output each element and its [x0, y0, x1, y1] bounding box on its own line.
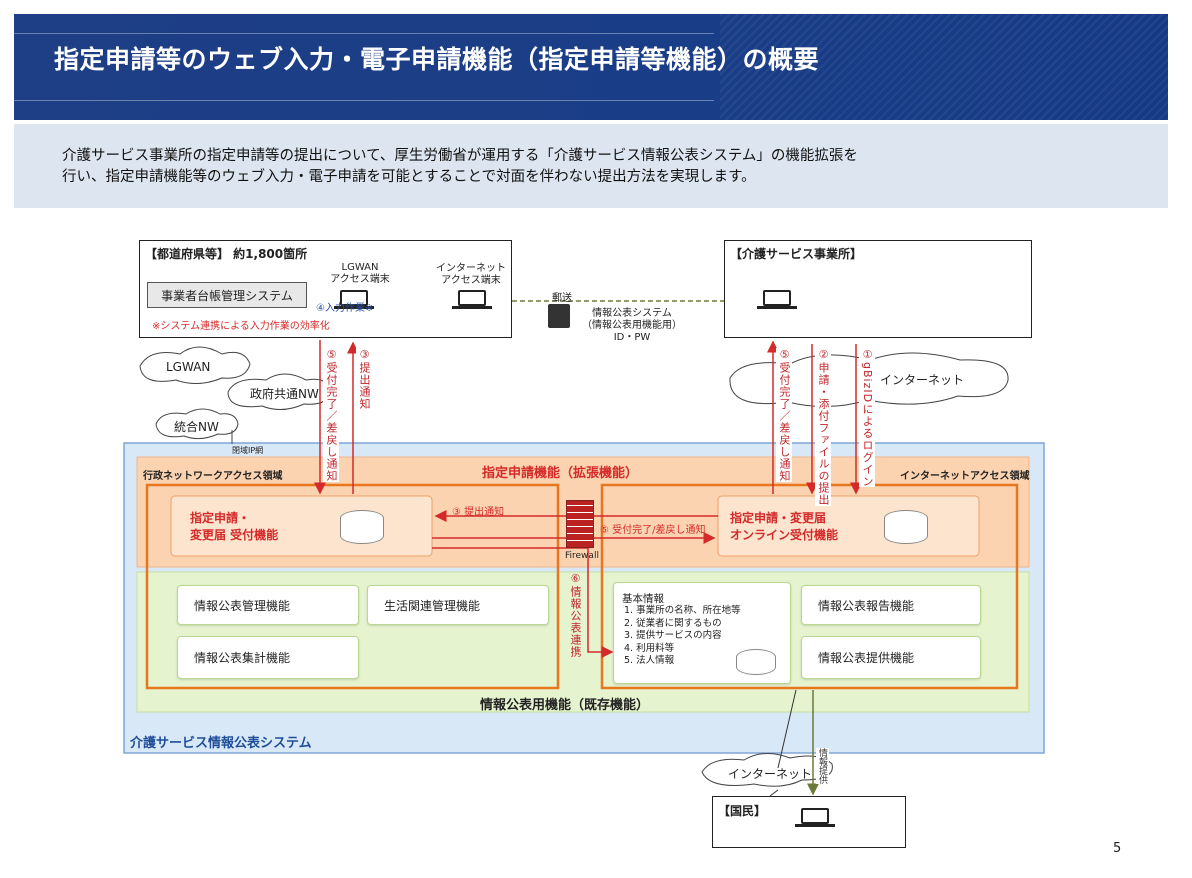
title-banner	[14, 14, 1168, 120]
mail-caption: 情報公表システム （情報公表用機能用） ID・PW	[582, 308, 682, 343]
banner-rule	[14, 33, 714, 34]
basic-info-box: 基本情報 1. 事業所の名称、所在地等 2. 従業者に関するもの 3. 提供サー…	[613, 582, 791, 684]
flow-5-mid-label: ⑤ 受付完了/差戻し通知	[600, 525, 706, 536]
left-receipt-function: 指定申請・ 変更届 受付機能	[190, 511, 279, 542]
internet-laptop-icon	[452, 290, 492, 309]
basic-info-item: 2. 従業者に関するもの	[624, 617, 722, 629]
intro-text: 介護サービス事業所の指定申請等の提出について、厚生労働省が運用する「介護サービス…	[62, 146, 1142, 188]
func-life-mgmt: 生活関連管理機能	[367, 585, 549, 625]
basic-info-database-icon	[736, 649, 776, 675]
firewall-icon	[566, 500, 594, 548]
page-title: 指定申請等のウェブ入力・電子申請機能（指定申請等機能）の概要	[54, 45, 820, 74]
internet-bottom-cloud-label: インターネット	[728, 767, 813, 781]
input-step-label: ④入力作業※	[316, 303, 374, 314]
lgwan-laptop-icon	[334, 290, 374, 309]
info-provide-label: 情報提供	[816, 748, 829, 784]
flow-2-right-label: ②申請・添付ファイルの提出	[815, 348, 831, 506]
firewall-label: Firewall	[565, 551, 599, 561]
basic-info-item: 1. 事業所の名称、所在地等	[624, 605, 741, 616]
flow-3-left-label: ③提出通知	[356, 348, 372, 410]
banner-pattern	[720, 14, 1168, 120]
office-box	[724, 240, 1032, 338]
func-info-mgmt: 情報公表管理機能	[177, 585, 359, 625]
internet-terminal-label: インターネット アクセス端末	[436, 263, 506, 286]
basic-info-item: 3. 提供サービスの内容	[624, 630, 722, 641]
func-info-aggregate: 情報公表集計機能	[177, 636, 359, 679]
lgwan-terminal-label: LGWAN アクセス端末	[330, 262, 390, 285]
mail-label: 郵送	[552, 293, 572, 304]
integrated-nw-cloud-label: 統合NW	[174, 420, 219, 434]
basic-info-item: 5. 法人情報	[624, 655, 675, 666]
citizen-laptop-icon	[795, 808, 835, 827]
prefecture-title: 【都道府県等】 約1,800箇所	[145, 247, 308, 261]
envelope-icon	[548, 304, 570, 328]
right-online-receipt-function: 指定申請・変更届 オンライン受付機能	[730, 511, 839, 542]
flow-1-right-label: ①gBizIDによるログイン	[859, 348, 875, 488]
gov-nw-cloud-label: 政府共通NW	[250, 387, 319, 401]
flow-5-left-label: ⑤受付完了／差戻し通知	[323, 348, 339, 482]
internet-region-label: インターネットアクセス領域	[900, 471, 1030, 482]
intro-panel	[14, 124, 1168, 208]
efficiency-note: ※システム連携による入力作業の効率化	[152, 321, 330, 332]
system-title: 介護サービス情報公表システム	[130, 736, 312, 751]
lgwan-cloud-label: LGWAN	[166, 360, 211, 374]
admin-region-label: 行政ネットワークアクセス領域	[143, 471, 283, 482]
flow-6-label: ⑥情報公表連携	[569, 572, 582, 658]
flow-3-mid-label: ③ 提出通知	[452, 507, 505, 518]
basic-info-title: 基本情報	[622, 593, 664, 605]
closed-ip-label: 閉域IP網	[232, 446, 264, 455]
extended-function-title: 指定申請機能（拡張機能）	[482, 466, 639, 481]
page-number: 5	[1113, 841, 1122, 856]
basic-info-item: 4. 利用料等	[624, 642, 675, 654]
existing-function-title: 情報公表用機能（既存機能）	[480, 698, 650, 713]
office-laptop-icon	[757, 290, 797, 309]
intro-line-2: 行い、指定申請機能等のウェブ入力・電子申請を可能とすることで対面を伴わない提出方…	[62, 169, 756, 185]
citizen-title: 【国民】	[718, 804, 767, 818]
banner-rule	[14, 100, 714, 101]
intro-line-1: 介護サービス事業所の指定申請等の提出について、厚生労働省が運用する「介護サービス…	[62, 148, 858, 164]
office-title: 【介護サービス事業所】	[730, 247, 863, 261]
flow-5-right-label: ⑤受付完了／差戻し通知	[776, 348, 792, 482]
ledger-system-box: 事業者台帳管理システム	[147, 282, 307, 308]
func-info-report: 情報公表報告機能	[801, 585, 981, 625]
left-database-icon	[340, 510, 384, 544]
func-info-provide: 情報公表提供機能	[801, 636, 981, 679]
internet-top-cloud-label: インターネット	[880, 373, 965, 387]
basic-info-list: 1. 事業所の名称、所在地等 2. 従業者に関するもの 3. 提供サービスの内容…	[624, 605, 741, 668]
right-database-icon	[884, 510, 928, 544]
